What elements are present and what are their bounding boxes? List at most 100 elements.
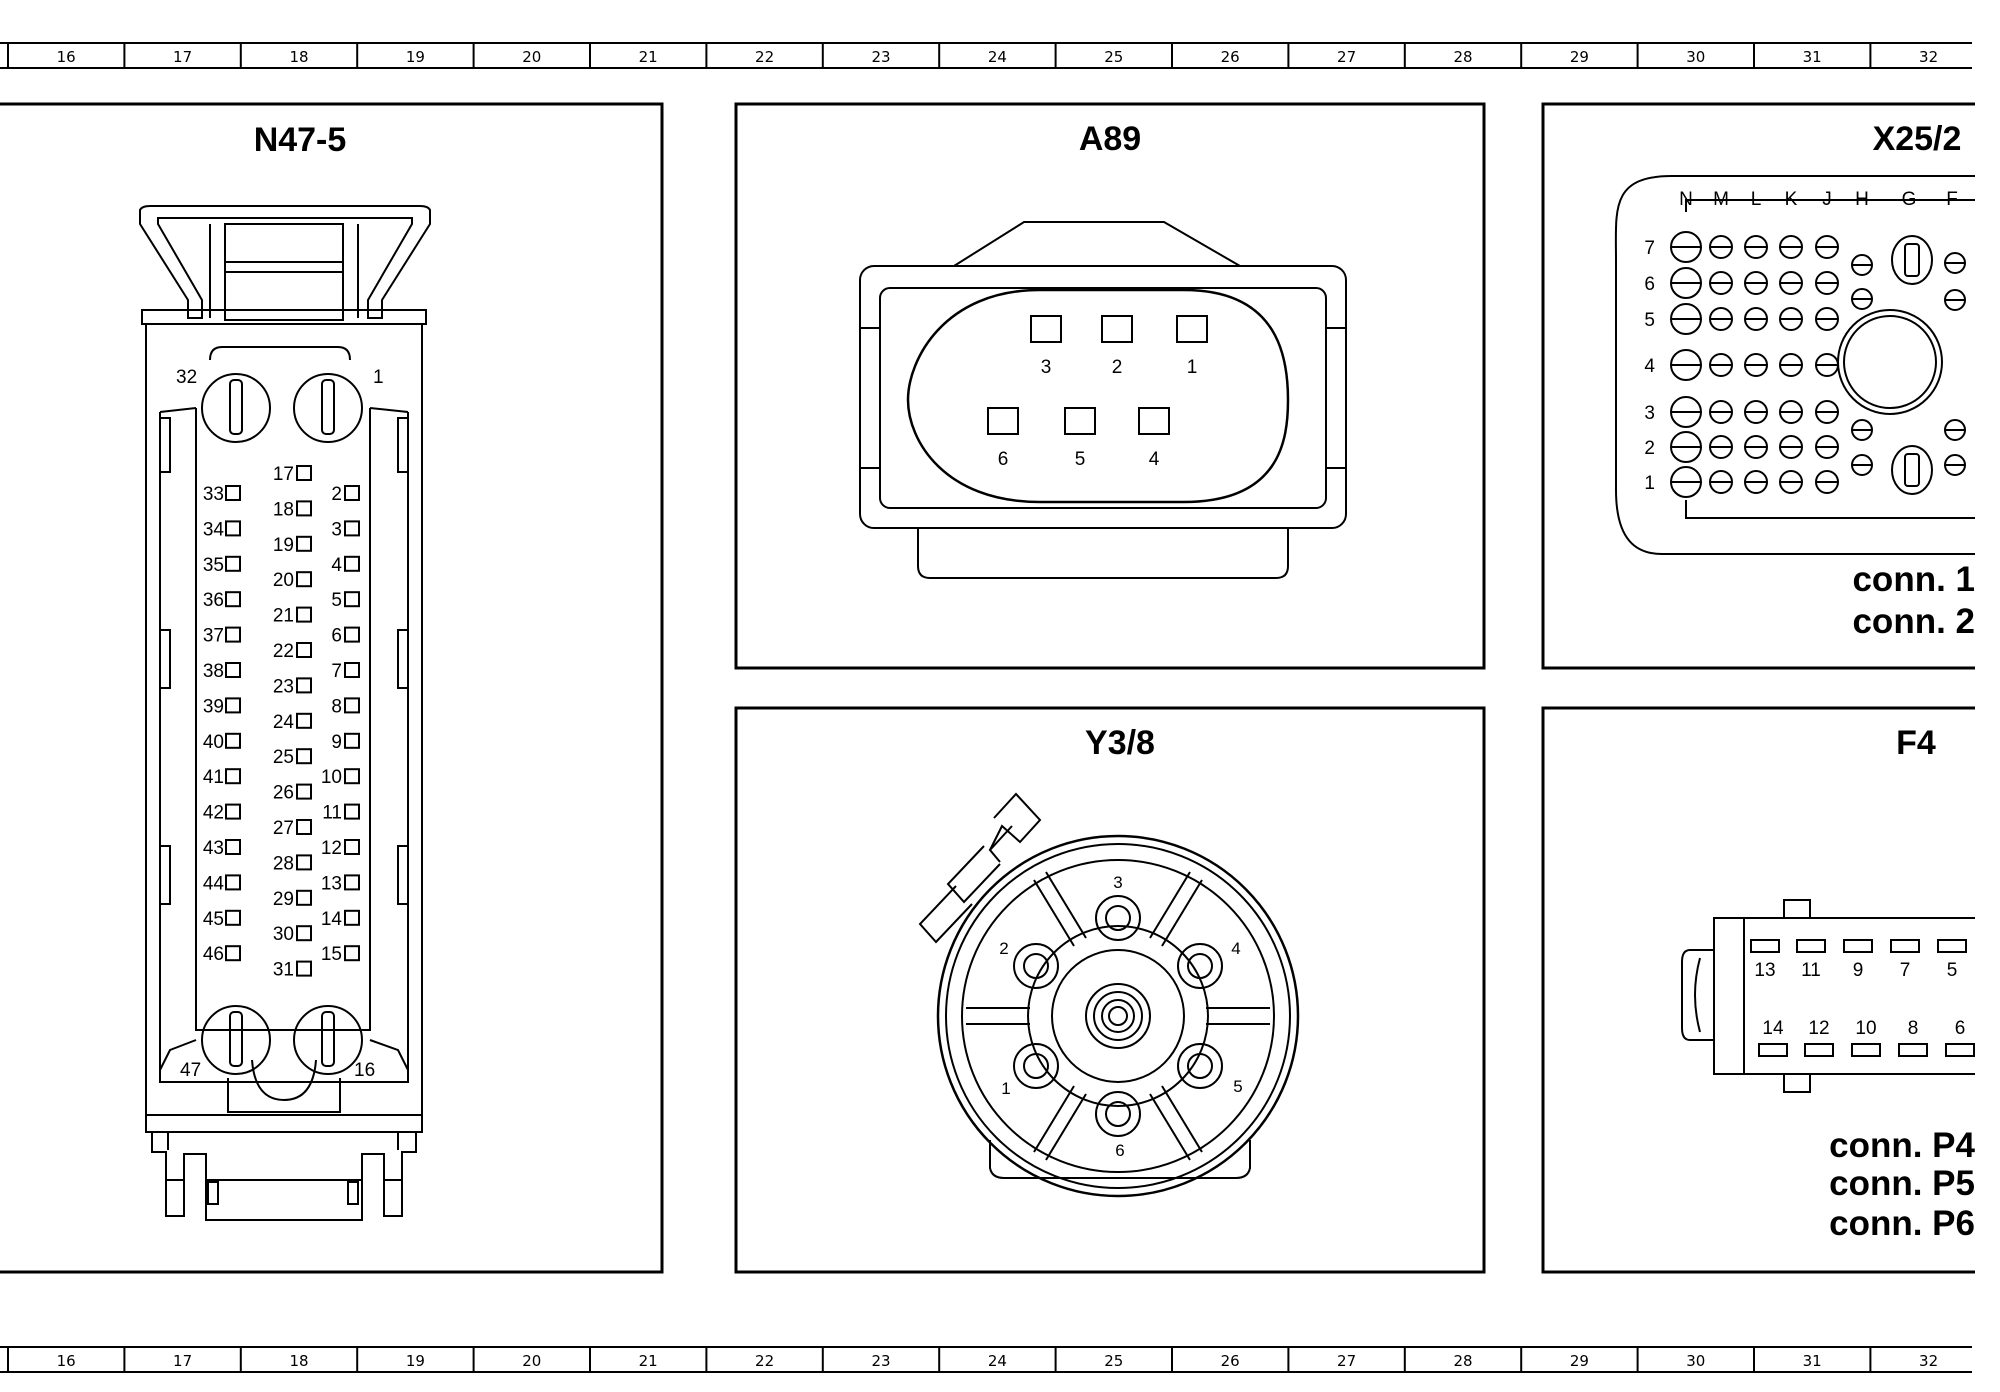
- panel-title: N47-5: [254, 121, 347, 159]
- column-letter: H: [1855, 189, 1869, 210]
- pin-socket: [1851, 1043, 1881, 1057]
- pin-socket: [296, 889, 312, 906]
- f4-connector-drawing: [1681, 899, 1975, 1093]
- y3-8-pin-label: 6: [1115, 1141, 1124, 1160]
- pin-label: 3: [331, 519, 342, 540]
- pin-socket: [1937, 939, 1967, 953]
- pin-socket: [225, 874, 241, 891]
- pin-socket: [1898, 1043, 1928, 1057]
- pin-socket: [344, 591, 360, 608]
- pin-label: 19: [273, 535, 294, 556]
- pin-socket: [344, 520, 360, 537]
- pin-socket: [296, 571, 312, 588]
- ruler-number: 23: [871, 48, 890, 66]
- row-number: 1: [1644, 473, 1655, 494]
- x25-2-connector-drawing: [1614, 175, 1975, 555]
- pin-label: 34: [203, 519, 225, 540]
- ruler-number: 16: [57, 1352, 76, 1370]
- row-number: 6: [1644, 274, 1655, 295]
- pin-socket: [225, 803, 241, 820]
- pin-label: 14: [321, 909, 343, 930]
- pin-label: 15: [321, 944, 342, 965]
- x25-2-note-1: conn. 1: [1852, 560, 1975, 599]
- pin-label: 29: [273, 889, 294, 910]
- pin-label: 18: [273, 499, 294, 520]
- pin-socket: [1890, 939, 1920, 953]
- column-letter: M: [1713, 189, 1729, 210]
- x25-2-pin-array: [1670, 231, 1966, 498]
- pin-socket: [1758, 1043, 1788, 1057]
- pin-label: 31: [273, 960, 294, 981]
- ruler-number: 19: [406, 48, 425, 66]
- pin-label: 27: [273, 818, 294, 839]
- ruler-number: 22: [755, 1352, 774, 1370]
- pin-socket: [225, 732, 241, 749]
- pin-label: 41: [203, 767, 224, 788]
- ruler-number: 30: [1686, 1352, 1705, 1370]
- pin-label: 4: [331, 555, 342, 576]
- x25-2-note-2: conn. 2: [1852, 602, 1975, 641]
- ruler-number: 29: [1570, 1352, 1589, 1370]
- pin-label: 4: [1149, 449, 1160, 470]
- pin-socket: [1804, 1043, 1834, 1057]
- panel-title: X25/2: [1873, 120, 1962, 158]
- ruler-number: 26: [1221, 1352, 1240, 1370]
- pin-label: 13: [321, 873, 342, 894]
- pin-label: 6: [331, 626, 342, 647]
- pin-socket: [344, 732, 360, 749]
- ruler-number: 24: [988, 1352, 1007, 1370]
- pin-label: 6: [998, 449, 1009, 470]
- pin-socket: [296, 748, 312, 765]
- ruler-number: 19: [406, 1352, 425, 1370]
- pin-label: 40: [203, 732, 224, 753]
- pin-socket: [225, 626, 241, 643]
- y3-8-pin-labels: 1 2 3 4 5 6: [999, 873, 1242, 1160]
- pin-socket: [296, 642, 312, 658]
- corner-label-top-left: 32: [176, 367, 197, 388]
- y3-8-connector-drawing: [918, 792, 1300, 1198]
- pin-label: 14: [1762, 1018, 1784, 1039]
- pin-socket: [225, 555, 241, 572]
- corner-label-top-right: 1: [373, 367, 384, 388]
- row-number: 3: [1644, 403, 1655, 424]
- y3-8-pin-label: 4: [1231, 939, 1240, 958]
- pin-socket: [987, 407, 1019, 435]
- column-letter: N: [1679, 189, 1693, 210]
- pin-label: 46: [203, 944, 224, 965]
- column-letter: K: [1785, 189, 1798, 210]
- corner-label-bottom-right: 16: [354, 1060, 375, 1081]
- pin-label: 24: [273, 712, 295, 733]
- pin-socket: [225, 945, 241, 962]
- pin-socket: [225, 768, 241, 785]
- ruler-number: 31: [1803, 48, 1822, 66]
- pin-label: 26: [273, 783, 294, 804]
- pin-socket: [296, 465, 312, 481]
- pin-label: 2: [1112, 357, 1123, 378]
- pin-socket: [296, 819, 312, 835]
- ruler-number: 28: [1453, 1352, 1472, 1370]
- column-letter: G: [1902, 189, 1917, 210]
- pin-socket: [344, 697, 360, 714]
- pin-socket: [1843, 939, 1873, 953]
- a89-connector-drawing: [859, 221, 1347, 579]
- pin-label: 1: [1187, 357, 1198, 378]
- pin-socket: [225, 520, 241, 537]
- ruler-number: 28: [1453, 48, 1472, 66]
- pin-socket: [1101, 315, 1133, 343]
- column-letter: L: [1751, 189, 1762, 210]
- pin-label: 36: [203, 590, 224, 611]
- pin-label: 3: [1041, 357, 1052, 378]
- y3-8-pin-label: 5: [1233, 1077, 1242, 1096]
- pin-label: 39: [203, 696, 224, 717]
- pin-label: 6: [1955, 1018, 1966, 1039]
- pin-socket: [296, 535, 312, 552]
- pin-label: 21: [273, 606, 294, 627]
- y3-8-pin-label: 2: [999, 939, 1008, 958]
- ruler-number: 32: [1919, 1352, 1938, 1370]
- f4-note-3: conn. P6: [1829, 1204, 1975, 1243]
- pin-label: 30: [273, 924, 294, 945]
- pin-socket: [344, 839, 360, 855]
- pin-socket: [296, 960, 312, 977]
